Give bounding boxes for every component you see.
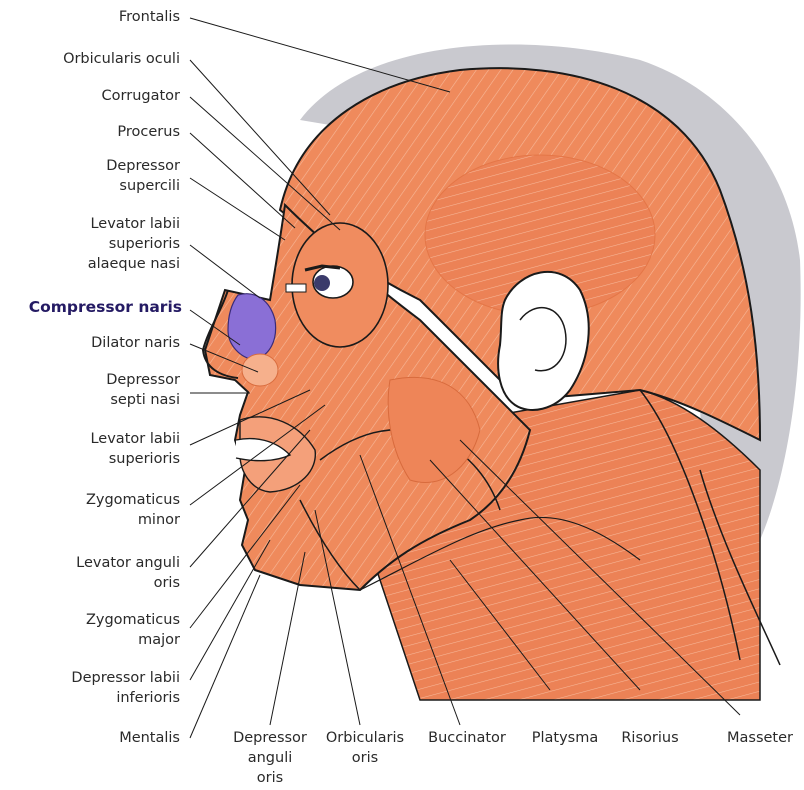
label-platysma: Platysma — [525, 728, 605, 748]
label-levator-anguli: Levator anguli oris — [76, 553, 180, 593]
label-zygomaticus-major: Zygomaticus major — [86, 610, 180, 650]
label-depressor-septi: Depressor septi nasi — [106, 370, 180, 410]
label-masseter: Masseter — [720, 728, 800, 748]
eye-tab — [286, 284, 306, 292]
dilator-naris-shape — [242, 354, 278, 386]
label-risorius: Risorius — [615, 728, 685, 748]
label-zygomaticus-minor: Zygomaticus minor — [86, 490, 180, 530]
label-depressor-labii: Depressor labii inferioris — [71, 668, 180, 708]
label-orbicularis-oculi: Orbicularis oculi — [63, 49, 180, 69]
label-buccinator: Buccinator — [422, 728, 512, 748]
label-depressor-anguli: Depressor anguli oris — [220, 728, 320, 788]
iris — [314, 275, 330, 291]
label-corrugator: Corrugator — [102, 86, 180, 106]
label-procerus: Procerus — [117, 122, 180, 142]
label-orbicularis-oris: Orbicularis oris — [320, 728, 410, 768]
label-levator-labii-sup: Levator labii superioris — [90, 429, 180, 469]
label-compressor-naris: Compressor naris — [29, 297, 182, 317]
label-depressor-supercili: Depressor supercili — [106, 156, 180, 196]
label-mentalis: Mentalis — [119, 728, 180, 748]
label-levator-labii-sup-alaeque: Levator labii superioris alaeque nasi — [88, 214, 180, 274]
label-dilator-naris: Dilator naris — [91, 333, 180, 353]
label-frontalis: Frontalis — [119, 7, 180, 27]
